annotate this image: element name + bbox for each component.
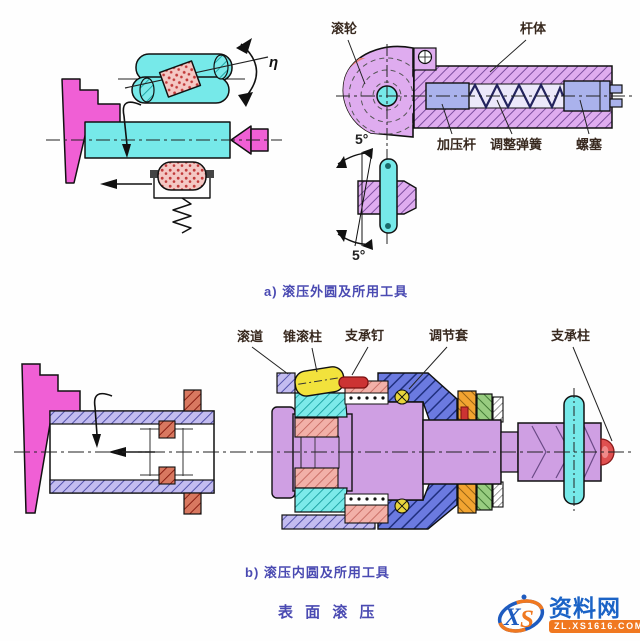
caption-a: a) 滚压外圆及所用工具 [264,284,409,299]
fig-a-lathe-schematic [46,38,282,234]
rotation-arc-icon [240,43,258,101]
caption-b: b) 滚压内圆及所用工具 [245,565,390,580]
label-angle-bottom: 5° [352,247,366,263]
roller-element [158,420,176,439]
support-pin [338,376,369,389]
label-adjusting-spring: 调整弹簧 [490,137,543,152]
label-tapered-roller: 锥滚柱 [283,329,323,344]
label-screw-plug: 螺塞 [576,137,603,152]
roller-detail [379,158,398,234]
support-block [183,492,202,515]
label-pressure-rod: 加压杆 [437,137,477,152]
xs-logo-swirl-icon: X S [497,594,545,633]
knurled-workpiece [158,60,202,98]
logo-site-name: 资料网 [549,595,621,621]
leader-lines [347,39,590,135]
burnishing-roller [157,161,207,191]
rotation-hook-arrow [93,392,113,436]
spring-icon [172,197,192,234]
label-angle-top: 5° [355,131,369,147]
xs-ziliao-logo: X S 资料网 ZL.XS1616.COM [496,593,640,637]
label-support-column: 支承柱 [551,328,591,343]
fig-a-tool-section [336,39,634,244]
fig-b-tool-section [14,346,632,530]
tapered-roller-yellow [294,366,345,397]
figure-title: 表 面 滚 压 [278,604,379,621]
label-raceway: 滚道 [237,329,264,344]
tapered-roller [294,487,348,513]
logo-letter-s: S [520,606,534,633]
label-rotation-speed: η [269,54,279,71]
fig-b-bore-schematic [21,363,215,515]
logo-letter-x: X [503,604,522,631]
tapered-roller [294,392,348,418]
label-rod-body: 杆体 [520,21,547,36]
roller-element [158,466,176,485]
support-block [183,389,202,412]
chuck [61,78,121,184]
leader-lines [251,346,613,442]
adjusting-spring [468,82,565,110]
ball-retainer [344,392,389,506]
label-adjusting-sleeve: 调节套 [429,328,469,343]
logo-site-url: ZL.XS1616.COM [549,620,640,633]
mandrel-body [344,401,424,501]
rotation-hook-arrow [122,101,142,146]
label-roller: 滚轮 [331,21,358,36]
label-support-pin: 支承钉 [345,328,385,343]
bearing-ball [394,389,410,514]
chuck [21,363,81,514]
fig-a-detail-5deg [336,148,417,250]
